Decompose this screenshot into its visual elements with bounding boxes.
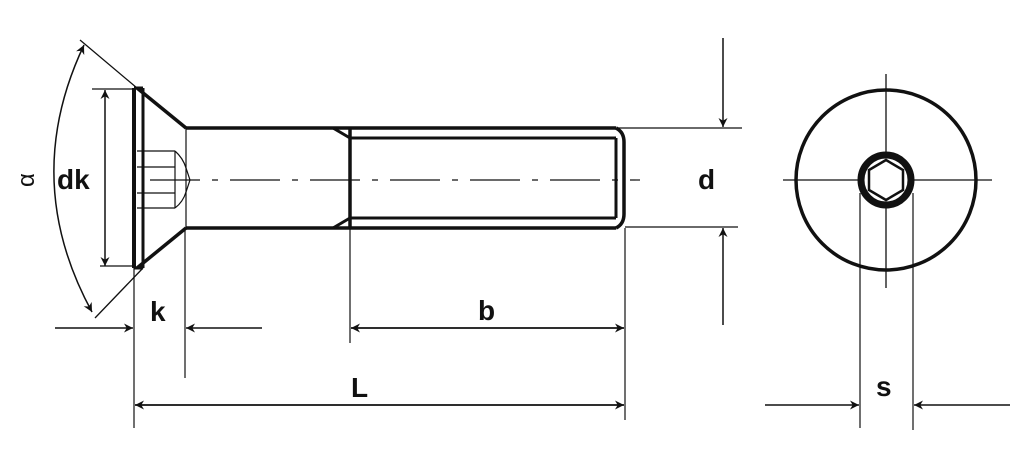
dim-s <box>765 193 1010 430</box>
end-view <box>783 74 992 288</box>
label-s: s <box>876 371 892 402</box>
label-b: b <box>478 295 496 326</box>
dim-b <box>349 228 626 420</box>
label-k: k <box>150 296 166 327</box>
label-dk: dk <box>57 164 90 195</box>
dim-alpha <box>53 44 93 313</box>
side-view <box>79 39 640 319</box>
label-L: L <box>351 372 369 403</box>
dim-d <box>618 38 742 325</box>
dim-k <box>55 228 262 428</box>
dim-dk <box>92 88 134 267</box>
label-alpha: α <box>12 173 40 187</box>
label-d: d <box>698 164 716 195</box>
